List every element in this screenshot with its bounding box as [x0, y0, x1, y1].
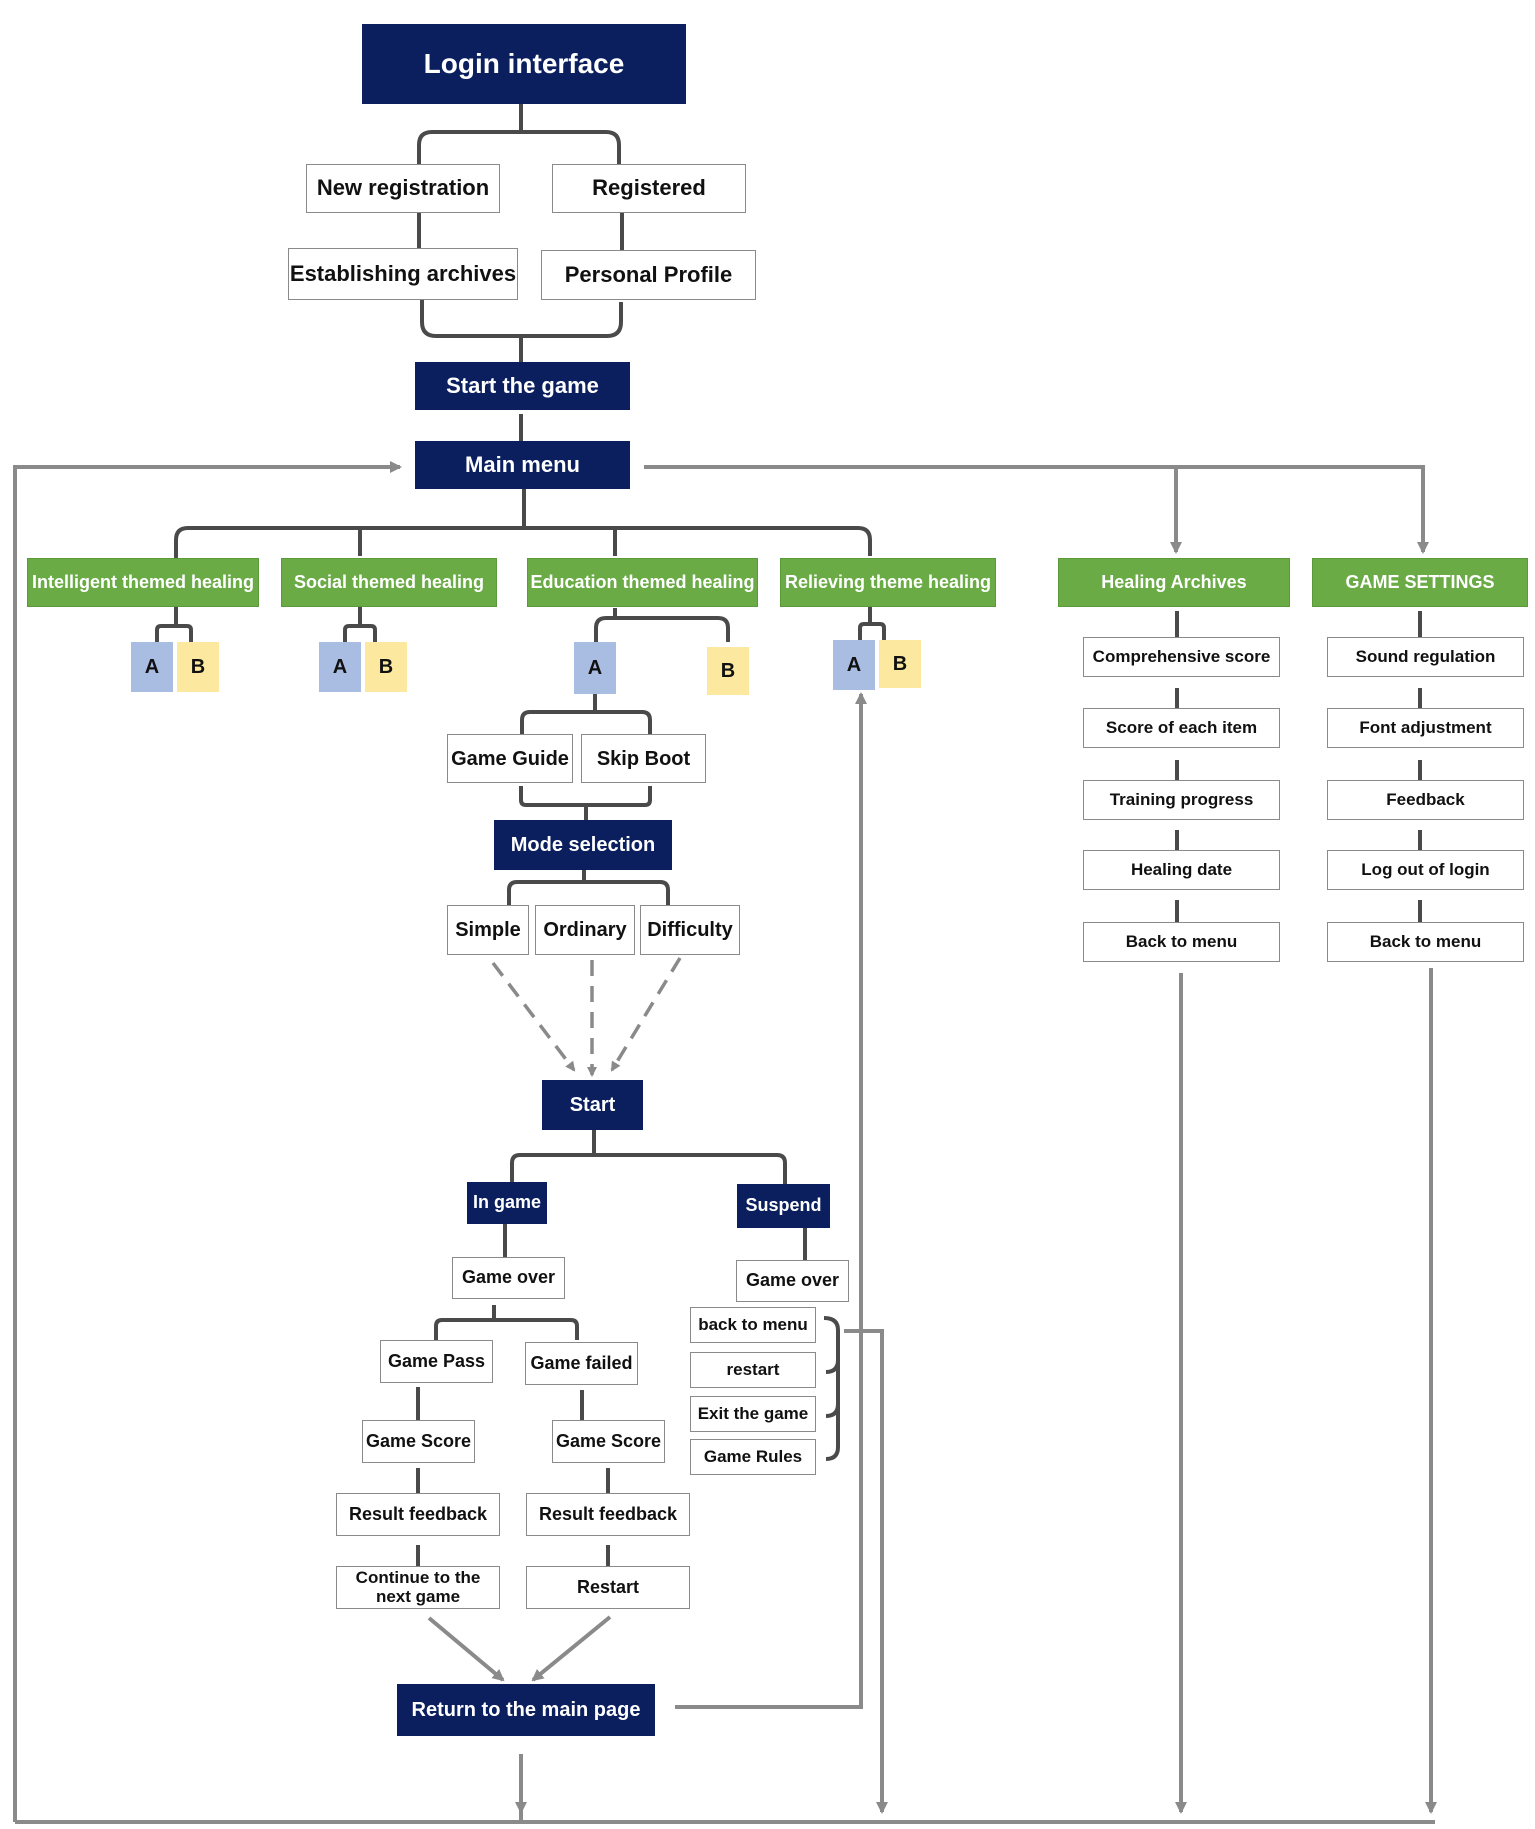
social-themed-healing-node: Social themed healing — [281, 558, 497, 607]
login-interface-node: Login interface — [362, 24, 686, 104]
intelligent-level-a-tag: A — [131, 642, 173, 692]
pass-result-feedback-node: Result feedback — [336, 1493, 500, 1536]
mode-simple-node: Simple — [447, 905, 529, 955]
education-level-b-tag: B — [707, 647, 749, 695]
game-over-node: Game over — [452, 1257, 565, 1299]
personal-profile-node: Personal Profile — [541, 250, 756, 300]
log-out-node: Log out of login — [1327, 850, 1524, 890]
settings-back-to-menu-node: Back to menu — [1327, 922, 1524, 962]
main-menu-node: Main menu — [415, 441, 630, 489]
score-each-item-node: Score of each item — [1083, 708, 1280, 748]
suspend-game-over-node: Game over — [736, 1260, 849, 1302]
game-failed-node: Game failed — [525, 1342, 638, 1385]
mode-selection-node: Mode selection — [494, 820, 672, 870]
healing-archives-node: Healing Archives — [1058, 558, 1290, 607]
relieving-level-a-tag: A — [833, 640, 875, 690]
suspend-restart-node: restart — [690, 1352, 816, 1388]
relieving-theme-healing-node: Relieving theme healing — [780, 558, 996, 607]
in-game-node: In game — [467, 1182, 547, 1224]
skip-boot-node: Skip Boot — [581, 734, 706, 783]
return-to-main-page-node: Return to the main page — [397, 1684, 655, 1736]
comprehensive-score-node: Comprehensive score — [1083, 637, 1280, 677]
new-registration-node: New registration — [306, 164, 500, 213]
feedback-node: Feedback — [1327, 780, 1524, 820]
education-level-a-tag: A — [574, 642, 616, 694]
game-pass-node: Game Pass — [380, 1340, 493, 1383]
game-guide-node: Game Guide — [447, 734, 573, 783]
mode-difficulty-node: Difficulty — [640, 905, 740, 955]
archives-back-to-menu-node: Back to menu — [1083, 922, 1280, 962]
establishing-archives-node: Establishing archives — [288, 248, 518, 300]
training-progress-node: Training progress — [1083, 780, 1280, 820]
suspend-back-to-menu-node: back to menu — [690, 1307, 816, 1343]
healing-date-node: Healing date — [1083, 850, 1280, 890]
intelligent-themed-healing-node: Intelligent themed healing — [27, 558, 259, 607]
education-themed-healing-node: Education themed healing — [527, 558, 758, 607]
start-the-game-node: Start the game — [415, 362, 630, 410]
relieving-level-b-tag: B — [879, 640, 921, 688]
suspend-game-rules-node: Game Rules — [690, 1439, 816, 1475]
mode-ordinary-node: Ordinary — [535, 905, 635, 955]
intelligent-level-b-tag: B — [177, 642, 219, 692]
social-level-b-tag: B — [365, 642, 407, 692]
sound-regulation-node: Sound regulation — [1327, 637, 1524, 677]
font-adjustment-node: Font adjustment — [1327, 708, 1524, 748]
failed-result-feedback-node: Result feedback — [526, 1493, 690, 1536]
continue-next-game-node: Continue to the next game — [336, 1566, 500, 1609]
game-settings-node: GAME SETTINGS — [1312, 558, 1528, 607]
suspend-node: Suspend — [737, 1184, 830, 1228]
suspend-exit-game-node: Exit the game — [690, 1396, 816, 1432]
social-level-a-tag: A — [319, 642, 361, 692]
restart-node: Restart — [526, 1566, 690, 1609]
start-node: Start — [542, 1080, 643, 1130]
failed-game-score-node: Game Score — [552, 1420, 665, 1463]
pass-game-score-node: Game Score — [362, 1420, 475, 1463]
registered-node: Registered — [552, 164, 746, 213]
